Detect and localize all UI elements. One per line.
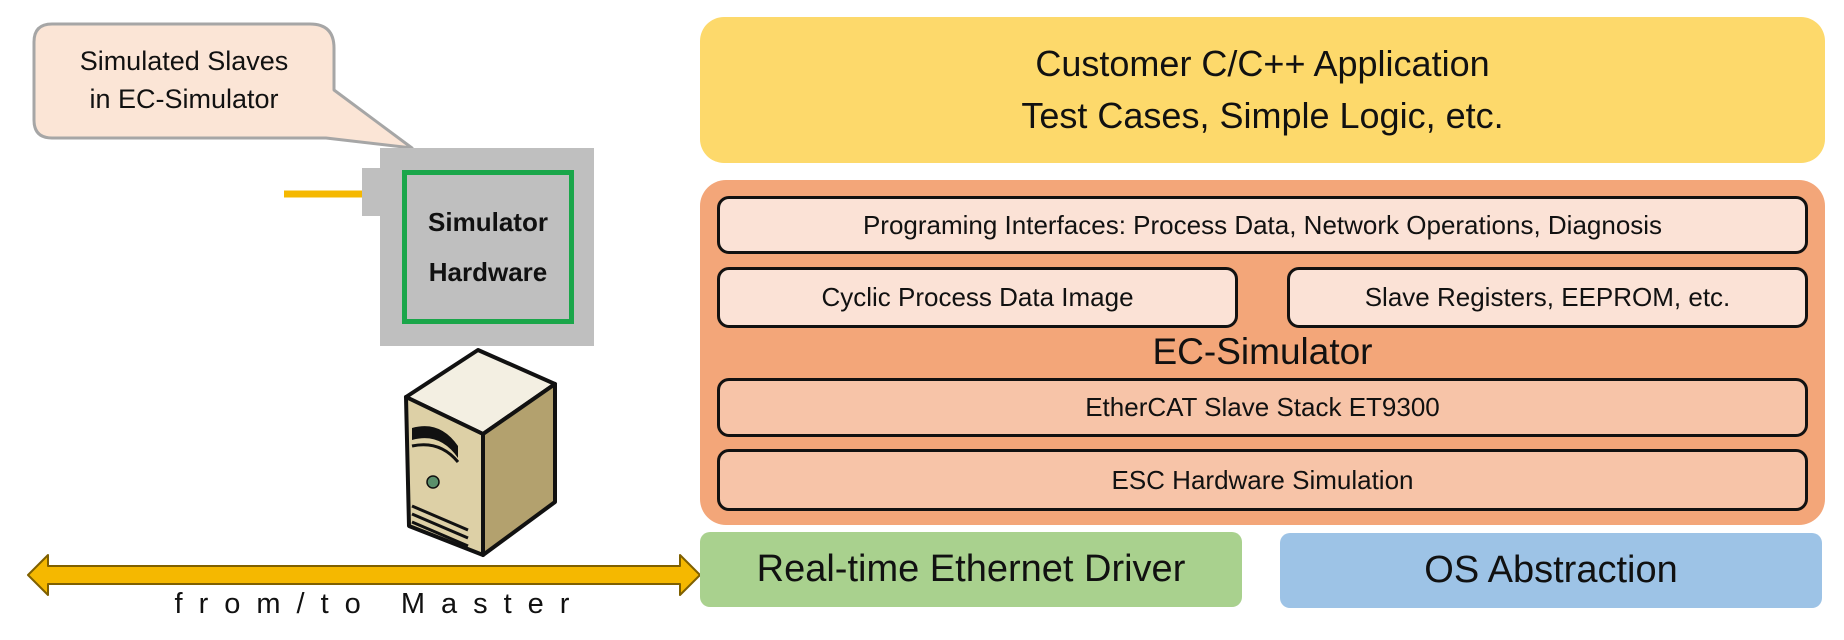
- server-icon: [404, 348, 557, 557]
- customer-application-block: Customer C/C++ Application Test Cases, S…: [700, 17, 1825, 163]
- programming-interfaces-layer: Programing Interfaces: Process Data, Net…: [717, 196, 1808, 254]
- callout-bubble: [32, 22, 414, 150]
- callout-line-1: Simulated Slaves: [79, 46, 289, 76]
- simulator-hardware-frame: Simulator Hardware: [402, 170, 574, 324]
- slave-registers-layer: Slave Registers, EEPROM, etc.: [1287, 267, 1808, 328]
- simulator-hardware-box: [380, 148, 594, 346]
- app-line-1: Customer C/C++ Application: [1035, 43, 1490, 84]
- hardware-label-line-2: Hardware: [428, 257, 548, 287]
- esc-hardware-simulation-layer: ESC Hardware Simulation: [717, 449, 1808, 511]
- realtime-ethernet-driver-block: Real-time Ethernet Driver: [700, 532, 1242, 607]
- app-line-2: Test Cases, Simple Logic, etc.: [1021, 95, 1504, 136]
- simulated-slaves-callout: Simulated Slaves in EC-Simulator: [36, 24, 332, 136]
- master-link-label: from/to Master: [174, 587, 586, 620]
- ec-simulator-title: EC-Simulator: [1152, 331, 1373, 372]
- slave-stack-layer: EtherCAT Slave Stack ET9300: [717, 378, 1808, 437]
- hardware-connector: [362, 168, 382, 216]
- callout-line-2: in EC-Simulator: [89, 84, 279, 114]
- os-abstraction-block: OS Abstraction: [1280, 533, 1822, 608]
- hardware-label-line-1: Simulator: [428, 207, 548, 237]
- cyclic-process-data-layer: Cyclic Process Data Image: [717, 267, 1238, 328]
